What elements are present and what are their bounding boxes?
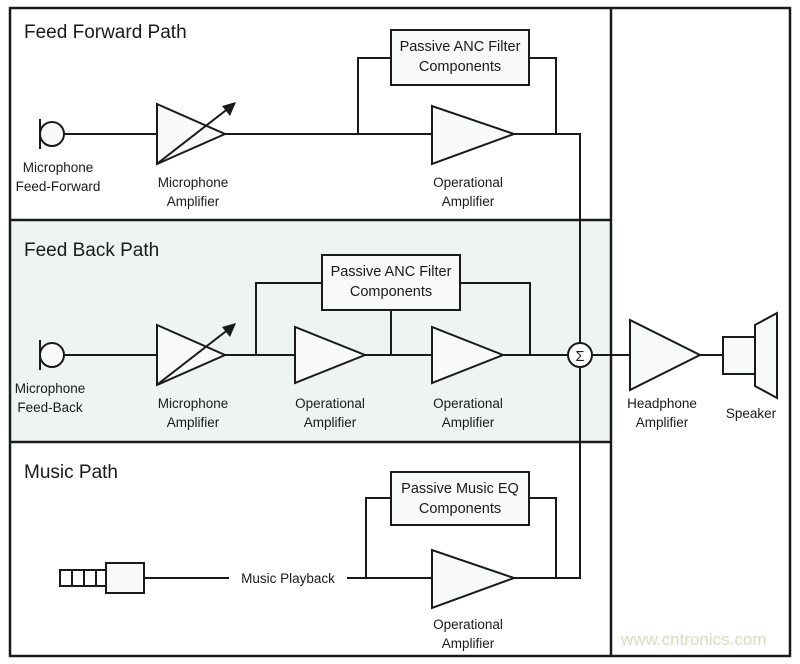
fb-op-amp2-label-line2: Amplifier xyxy=(442,415,495,430)
fb-mic-label-line1: Microphone xyxy=(15,381,86,396)
microphone-feed-forward-icon xyxy=(39,119,65,149)
feed-back-anc-filter-box: Passive ANC Filter Components xyxy=(321,254,461,311)
headphone-amplifier xyxy=(629,318,703,392)
ff-mic-label-line2: Feed-Forward xyxy=(16,179,101,194)
wire-ff-filter-input-tap xyxy=(357,57,392,135)
speaker-label: Speaker xyxy=(726,406,777,421)
wire-fb-filter-input-tap xyxy=(255,282,323,356)
ff-mic-label-line1: Microphone xyxy=(23,160,94,175)
feed-back-microphone-amplifier xyxy=(156,323,236,387)
music-eq-filter-box: Passive Music EQ Components xyxy=(390,471,530,526)
fb-filter-label-line1: Passive ANC Filter xyxy=(331,264,452,280)
section-title-feed-forward: Feed Forward Path xyxy=(24,22,187,43)
fb-mic-amp-label-line2: Amplifier xyxy=(167,415,220,430)
microphone-feed-back-icon xyxy=(39,340,65,370)
summing-junction: Σ xyxy=(567,342,593,368)
wire-ff-filter-output-return xyxy=(528,57,557,135)
section-title-feed-back: Feed Back Path xyxy=(24,240,159,261)
feed-forward-operational-amplifier xyxy=(431,104,517,166)
diagram-outer-border xyxy=(8,6,792,658)
music-filter-label-line1: Passive Music EQ xyxy=(401,481,519,497)
ff-op-amp-label-line2: Amplifier xyxy=(442,194,495,209)
feed-forward-microphone-amplifier xyxy=(156,102,236,166)
wire-music-filter-output-return xyxy=(528,497,557,579)
music-op-amp-label-line1: Operational xyxy=(433,617,503,632)
fb-op-amp1-label-line2: Amplifier xyxy=(304,415,357,430)
fb-op-amp2-label-line1: Operational xyxy=(433,396,503,411)
wire-music-up-to-sum xyxy=(513,366,581,579)
audio-jack-icon xyxy=(59,562,145,594)
music-playback-label: Music Playback xyxy=(241,571,335,586)
headphone-amp-label-line1: Headphone xyxy=(627,396,697,411)
wire-music-filter-input-tap xyxy=(365,497,392,579)
fb-mic-amp-label-line1: Microphone xyxy=(158,396,229,411)
ff-op-amp-label-line1: Operational xyxy=(433,175,503,190)
ff-mic-amp-label-line2: Amplifier xyxy=(167,194,220,209)
summing-junction-symbol: Σ xyxy=(576,349,585,365)
watermark-text: www.cntronics.com xyxy=(620,630,766,649)
music-op-amp-label-line2: Amplifier xyxy=(442,636,495,651)
music-filter-label-line2: Components xyxy=(419,501,501,517)
headphone-amp-label-line2: Amplifier xyxy=(636,415,689,430)
fb-op-amp1-label-line1: Operational xyxy=(295,396,365,411)
section-title-music: Music Path xyxy=(24,462,118,483)
feed-forward-anc-filter-box: Passive ANC Filter Components xyxy=(390,29,530,86)
fb-mic-label-line2: Feed-Back xyxy=(17,400,83,415)
ff-mic-amp-label-line1: Microphone xyxy=(158,175,229,190)
feed-back-operational-amplifier-1 xyxy=(294,325,368,385)
feed-back-band xyxy=(10,220,611,442)
feed-back-operational-amplifier-2 xyxy=(431,325,506,385)
wire-fb-filter-output-return xyxy=(459,282,531,356)
speaker-icon xyxy=(722,311,778,400)
ff-filter-label-line2: Components xyxy=(419,59,501,75)
ff-filter-label-line1: Passive ANC Filter xyxy=(400,39,521,55)
music-operational-amplifier xyxy=(431,548,517,610)
fb-filter-label-line2: Components xyxy=(350,284,432,300)
